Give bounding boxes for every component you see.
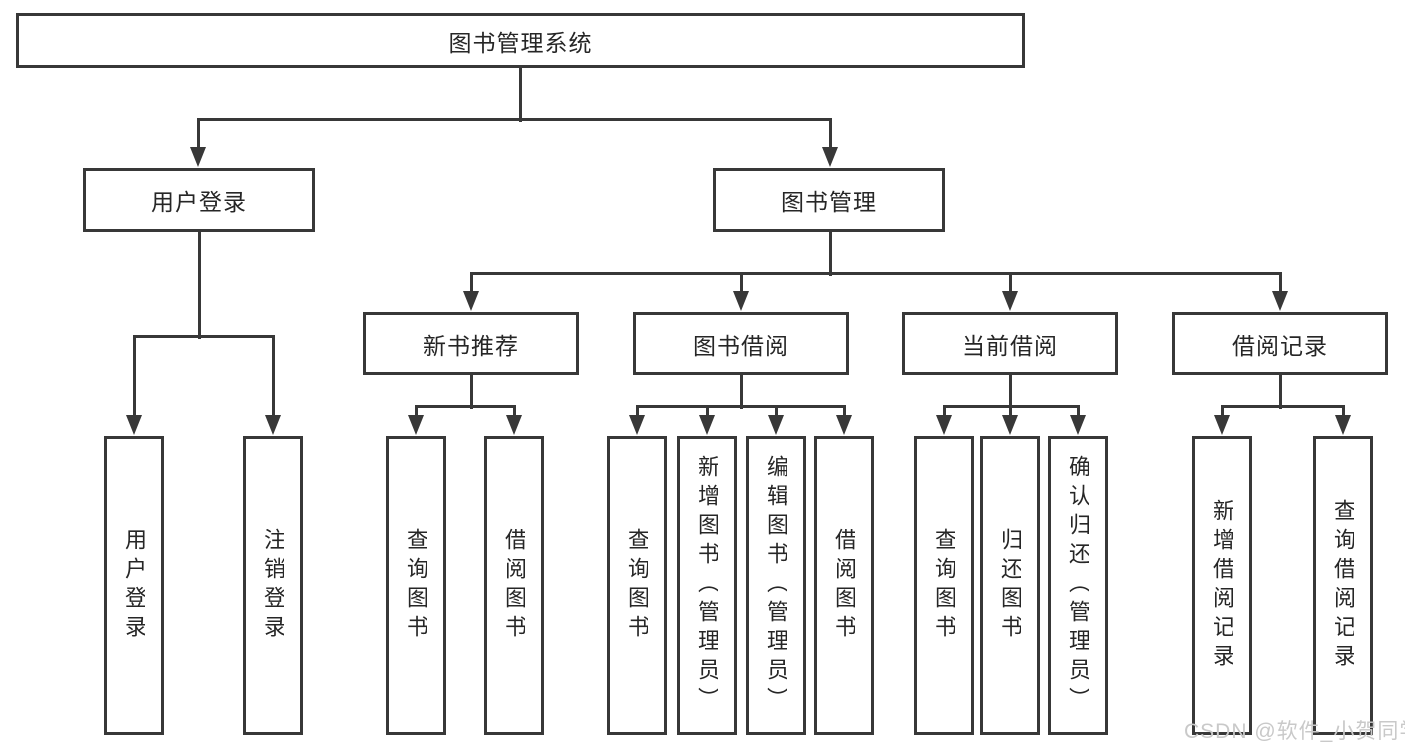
connector-rail <box>132 334 275 338</box>
node-label: 图书管理系统 <box>448 29 593 56</box>
connector-drop <box>1278 273 1282 292</box>
connector-rail <box>469 271 1282 275</box>
arrow-down-icon <box>1272 291 1288 311</box>
connector-drop <box>705 406 709 416</box>
arrow-down-icon <box>733 291 749 311</box>
leaf-label: 注销登录 <box>262 527 284 644</box>
leaf-label: 借阅图书 <box>503 527 525 644</box>
arrow-down-icon <box>1335 415 1351 435</box>
connector-drop <box>739 273 743 292</box>
connector-drop <box>842 406 846 416</box>
arrow-down-icon <box>265 415 281 435</box>
node-label: 图书借阅 <box>693 332 789 359</box>
leaf-label: 新增图书（管理员） <box>696 455 718 716</box>
connector-rail <box>1220 404 1345 408</box>
connector-trunk <box>739 375 743 409</box>
connector-drop <box>942 406 946 416</box>
leaf-add-books-admin: 新增图书（管理员） <box>677 436 737 735</box>
node-current-borrowing: 当前借阅 <box>902 312 1118 375</box>
leaf-label: 查询图书 <box>626 527 648 644</box>
node-book-borrowing: 图书借阅 <box>633 312 849 375</box>
leaf-label: 新增借阅记录 <box>1211 498 1233 673</box>
leaf-logout: 注销登录 <box>243 436 303 735</box>
node-label: 当前借阅 <box>962 332 1058 359</box>
node-user-login: 用户登录 <box>83 168 315 232</box>
leaf-confirm-return-admin: 确认归还（管理员） <box>1048 436 1108 735</box>
arrow-down-icon <box>1214 415 1230 435</box>
arrow-down-icon <box>768 415 784 435</box>
connector-drop <box>512 406 516 416</box>
leaf-edit-books-admin: 编辑图书（管理员） <box>746 436 806 735</box>
arrow-down-icon <box>1002 291 1018 311</box>
leaf-return-books: 归还图书 <box>980 436 1040 735</box>
connector-trunk <box>197 232 201 339</box>
arrow-down-icon <box>629 415 645 435</box>
node-label: 借阅记录 <box>1232 332 1328 359</box>
connector-drop <box>1008 273 1012 292</box>
leaf-borrow-books: 借阅图书 <box>814 436 874 735</box>
arrow-down-icon <box>463 291 479 311</box>
arrow-down-icon <box>408 415 424 435</box>
arrow-down-icon <box>126 415 142 435</box>
arrow-down-icon <box>936 415 952 435</box>
connector-rail <box>414 404 516 408</box>
arrow-down-icon <box>506 415 522 435</box>
leaf-query-books-borrow: 查询图书 <box>607 436 667 735</box>
leaf-label: 借阅图书 <box>833 527 855 644</box>
node-label: 用户登录 <box>151 189 247 215</box>
connector-trunk <box>1008 375 1012 409</box>
arrow-down-icon <box>822 147 838 167</box>
leaf-label: 查询借阅记录 <box>1332 498 1354 673</box>
connector-drop <box>1076 406 1080 416</box>
csdn-watermark: CSDN @软件_小贺同学 <box>1184 720 1405 743</box>
leaf-borrow-books-newbook: 借阅图书 <box>484 436 544 735</box>
leaf-label: 确认归还（管理员） <box>1067 455 1089 716</box>
leaf-label: 用户登录 <box>123 527 145 644</box>
connector-drop <box>828 119 832 148</box>
arrow-down-icon <box>1002 415 1018 435</box>
connector-drop <box>469 273 473 292</box>
leaf-label: 归还图书 <box>999 527 1021 644</box>
leaf-query-books-current: 查询图书 <box>914 436 974 735</box>
node-new-book-recommendation: 新书推荐 <box>363 312 579 375</box>
connector-trunk <box>1278 375 1282 409</box>
connector-drop <box>196 119 200 148</box>
connector-drop <box>132 336 136 416</box>
leaf-query-books-newbook: 查询图书 <box>386 436 446 735</box>
connector-rail <box>635 404 846 408</box>
arrow-down-icon <box>190 147 206 167</box>
connector-trunk <box>469 375 473 409</box>
connector-drop <box>1341 406 1345 416</box>
leaf-label: 查询图书 <box>933 527 955 644</box>
connector-rail <box>196 117 832 121</box>
leaf-add-borrow-record: 新增借阅记录 <box>1192 436 1252 735</box>
arrow-down-icon <box>836 415 852 435</box>
node-label: 新书推荐 <box>423 332 519 359</box>
arrow-down-icon <box>1070 415 1086 435</box>
connector-drop <box>635 406 639 416</box>
connector-drop <box>271 336 275 416</box>
connector-drop <box>774 406 778 416</box>
node-book-management: 图书管理 <box>713 168 945 232</box>
node-label: 图书管理 <box>781 189 877 215</box>
connector-drop <box>414 406 418 416</box>
leaf-label: 编辑图书（管理员） <box>765 455 787 716</box>
connector-trunk <box>518 68 522 122</box>
arrow-down-icon <box>699 415 715 435</box>
leaf-user-login: 用户登录 <box>104 436 164 735</box>
connector-drop <box>1220 406 1224 416</box>
connector-trunk <box>828 232 832 276</box>
leaf-label: 查询图书 <box>405 527 427 644</box>
connector-drop <box>1008 406 1012 416</box>
node-borrowing-records: 借阅记录 <box>1172 312 1388 375</box>
node-library-management-system: 图书管理系统 <box>16 13 1025 68</box>
leaf-query-borrow-record: 查询借阅记录 <box>1313 436 1373 735</box>
